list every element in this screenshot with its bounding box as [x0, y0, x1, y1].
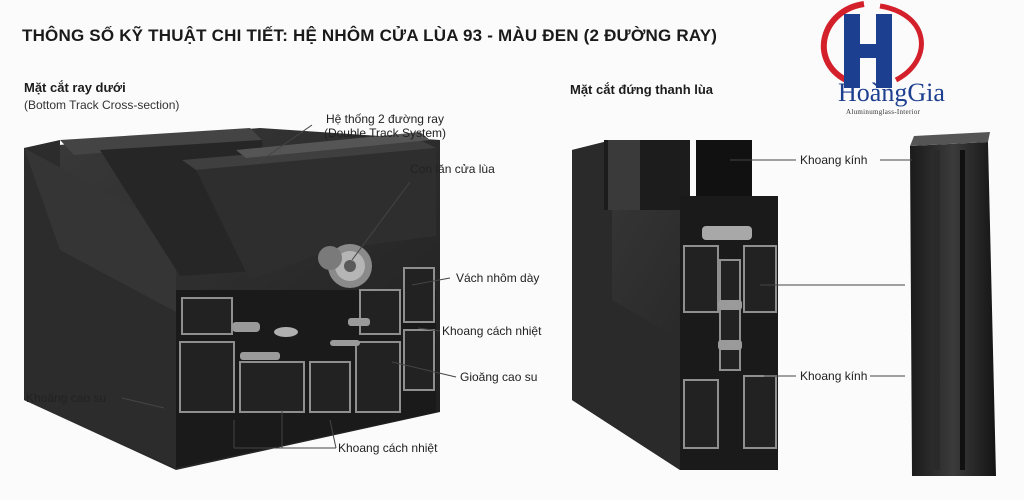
label-glass-cavity-bottom: Khoang kính	[800, 369, 868, 383]
leader-lines	[121, 124, 912, 449]
hoanggia-logo-mark	[820, 1, 924, 88]
label-rubber-gasket: Gioăng cao su	[460, 370, 538, 384]
page-title: THÔNG SỐ KỸ THUẬT CHI TIẾT: HỆ NHÔM CỬA …	[22, 26, 718, 45]
label-double-track: Hệ thống 2 đường ray (Double Track Syste…	[300, 112, 470, 140]
logo-subtitle: Aluminumglass-Interior	[846, 108, 921, 116]
logo-text: HoàngGia	[838, 78, 945, 107]
label-thick-wall: Vách nhôm dày	[456, 271, 540, 285]
left-section-heading: Mặt cắt ray dưới	[24, 80, 126, 95]
label-roller: Con lăn cửa lùa	[410, 162, 495, 176]
right-section-heading: Mặt cắt đứng thanh lùa	[570, 82, 714, 97]
bottom-track-profile	[24, 128, 440, 470]
label-double-track-vi: Hệ thống 2 đường ray	[326, 112, 444, 126]
profile-bar	[910, 132, 996, 476]
sliding-sash-profile	[572, 140, 778, 470]
left-section-subheading: (Bottom Track Cross-section)	[24, 98, 180, 112]
label-double-track-en: (Double Track System)	[323, 126, 447, 140]
label-thermal-gap: Khoang cách nhiệt	[442, 324, 542, 338]
label-glass-cavity-top: Khoang kính	[800, 153, 868, 167]
label-rubber-cavity: Khoăng cao su	[26, 391, 107, 405]
label-thermal-chamber: Khoang cách nhiệt	[338, 441, 438, 455]
